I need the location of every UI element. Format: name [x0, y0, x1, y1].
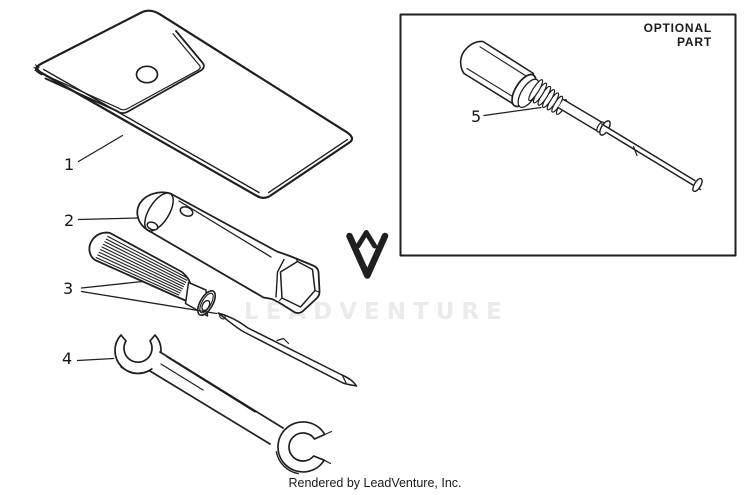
- callout-label-2: 2: [64, 211, 75, 230]
- leader-line-3a: [80, 280, 144, 289]
- v-icon: [346, 232, 389, 279]
- optional-part-box: [399, 13, 737, 257]
- leader-line-5: [483, 106, 542, 117]
- spark-plug-wrench-drawing: [136, 191, 321, 314]
- callout-label-1: 1: [64, 155, 75, 174]
- chevron-icon: [355, 230, 378, 249]
- leader-line-4: [76, 357, 115, 362]
- callout-label-3: 3: [63, 279, 74, 298]
- screwdriver-drawing: [88, 231, 358, 387]
- watermark-flame-v-logo-icon: [346, 203, 389, 279]
- callout-leader-lines: [76, 106, 542, 362]
- optional-tool-drawing: [459, 40, 703, 193]
- optional-part-title: OPTIONAL PART: [643, 21, 712, 49]
- tool-pouch-drawing: [33, 9, 354, 199]
- footer-credit: Rendered by LeadVenture, Inc.: [288, 476, 462, 490]
- leader-line-1: [77, 134, 124, 163]
- snap-button: [135, 65, 159, 84]
- callout-label-5: 5: [471, 107, 482, 126]
- leader-line-3b: [80, 290, 218, 315]
- flame-icon: [356, 203, 376, 231]
- callout-label-4: 4: [62, 349, 73, 368]
- leader-line-2: [77, 217, 138, 221]
- open-end-wrench-drawing: [114, 334, 333, 475]
